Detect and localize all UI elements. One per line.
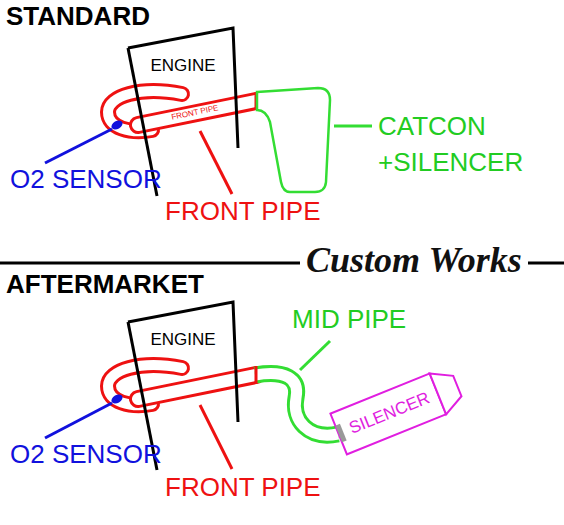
- part-name: CATCON +SILENCER: [378, 108, 564, 180]
- mid-pipe-drawing: [255, 366, 338, 435]
- leader-line: [300, 341, 330, 370]
- front-pipe-drawing: [108, 365, 256, 405]
- section-title: AFTERMARKET: [6, 270, 204, 300]
- part-name: O2 SENSOR: [10, 165, 162, 195]
- label-text: O2 SENSOR: [10, 440, 162, 470]
- watermark: Custom Works: [300, 240, 528, 281]
- catcon-silencer-shape: [257, 88, 330, 192]
- part-name: MID PIPE: [292, 305, 406, 335]
- leader-line: [45, 129, 112, 163]
- label-text: STANDARD: [6, 2, 150, 32]
- label-text: MID PIPE: [292, 305, 406, 335]
- label-text: O2 SENSOR: [10, 165, 162, 195]
- part-name: FRONT PIPE: [165, 197, 321, 227]
- front-pipe-drawing: [108, 91, 256, 131]
- part-name: O2 SENSOR: [10, 440, 162, 470]
- label-text: FRONT PIPE: [165, 473, 321, 503]
- label-text: Custom Works: [300, 240, 528, 281]
- leader-line: [45, 403, 112, 438]
- part-name: FRONT PIPE: [165, 473, 321, 503]
- label-text: FRONT PIPE: [165, 197, 321, 227]
- leader-line: [200, 131, 232, 194]
- leader-line: [334, 125, 372, 128]
- node-text: ENGINE: [150, 56, 215, 76]
- label-text: AFTERMARKET: [6, 270, 204, 300]
- label-text: CATCON +SILENCER: [378, 111, 523, 177]
- section-title: STANDARD: [6, 2, 150, 32]
- node-text: ENGINE: [150, 330, 215, 350]
- leader-line: [200, 405, 232, 469]
- silencer-body: SILENCER: [329, 364, 467, 455]
- node-text: FRONT PIPE: [171, 104, 220, 123]
